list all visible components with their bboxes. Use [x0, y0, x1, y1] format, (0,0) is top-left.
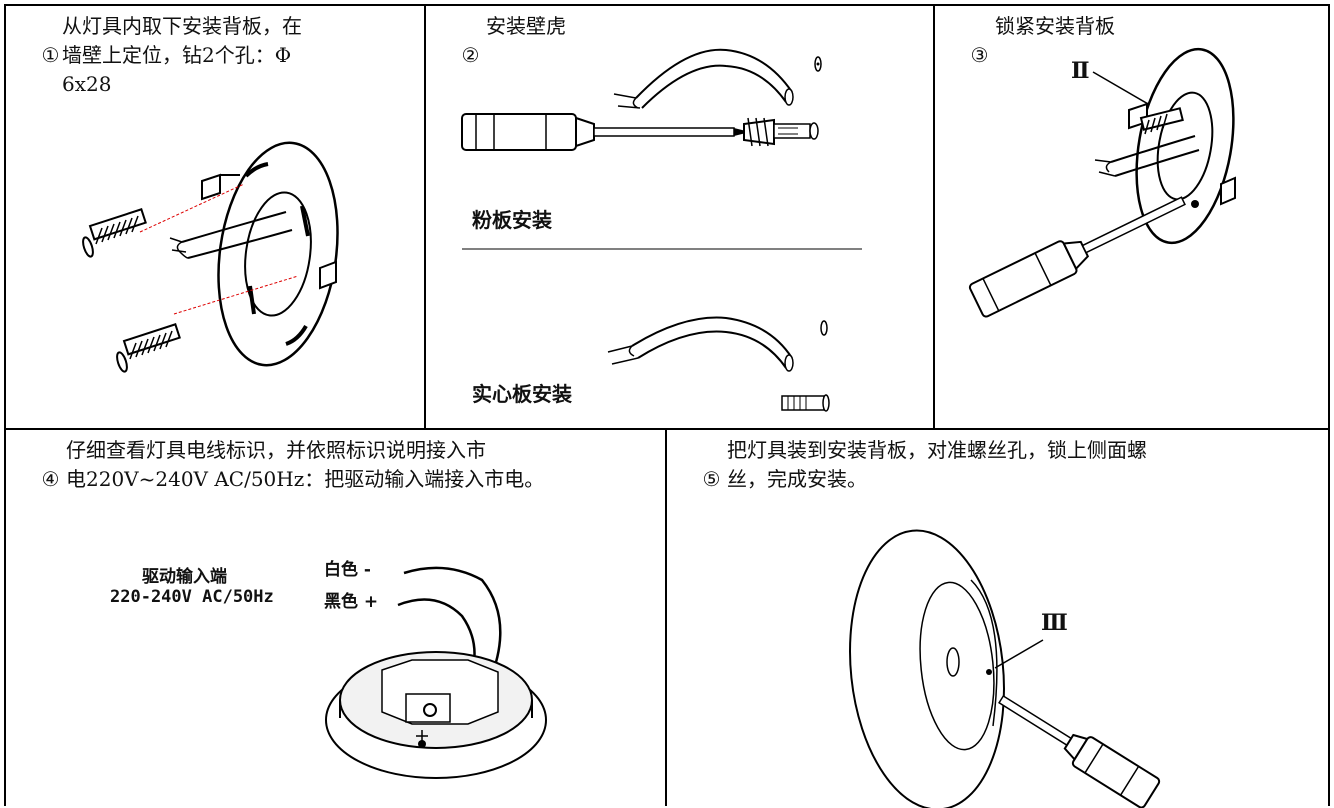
table-border-right [1328, 4, 1330, 806]
screwdriver [461, 113, 750, 151]
white-wire-label: 白色 - [324, 560, 371, 580]
table-border-top [4, 4, 1330, 6]
mounting-plate [1135, 47, 1235, 245]
wall-anchor [743, 117, 819, 147]
voltage-label: 220-240V AC/50Hz [110, 587, 274, 607]
step-4-number: ④ [41, 467, 60, 491]
step-4-instruction: 仔细查看灯具电线标识，并依照标识说明接入市 电220V~240V AC/50Hz… [66, 438, 545, 491]
plastic-anchor [781, 394, 830, 412]
mounting-plate [217, 141, 339, 367]
driver-input-label: 驱动输入端 [142, 567, 227, 587]
step-1-illustration [82, 141, 339, 373]
step-5-illustration [849, 529, 1161, 808]
step-2-illustration [461, 48, 862, 412]
step-1-instruction: 从灯具内取下安装背板，在 墙壁上定位，钻2个孔：Φ 6x28 [62, 14, 302, 96]
screwdriver [968, 196, 1186, 318]
step-3-number: ③ [970, 43, 989, 67]
step-2-number: ② [461, 43, 480, 67]
table-col-divider-1 [424, 4, 426, 430]
step-2-instruction: 安装壁虎 [486, 14, 566, 38]
table-row-divider [4, 428, 1330, 430]
step-3-illustration [968, 47, 1236, 318]
step-5-marker: Ⅲ [1041, 610, 1068, 636]
step-1-number: ① [41, 43, 60, 67]
screw-upper [82, 208, 147, 258]
solid-board-label: 实心板安装 [472, 382, 572, 406]
step-3-marker: Ⅱ [1071, 58, 1090, 84]
step-3-instruction: 锁紧安装背板 [995, 14, 1115, 38]
table-col-divider-2 [933, 4, 935, 430]
step-5-instruction: 把灯具装到安装背板，对准螺丝孔，锁上侧面螺 丝，完成安装。 [727, 438, 1147, 491]
screw-lower [116, 323, 181, 373]
table-col-divider-3 [665, 428, 667, 806]
screwdriver [998, 694, 1161, 808]
table-border-left [4, 4, 6, 806]
step-4-illustration [325, 566, 547, 779]
plaster-board-label: 粉板安装 [472, 208, 552, 232]
step-5-number: ⑤ [702, 467, 721, 491]
black-wire-label: 黑色 + [324, 592, 379, 612]
